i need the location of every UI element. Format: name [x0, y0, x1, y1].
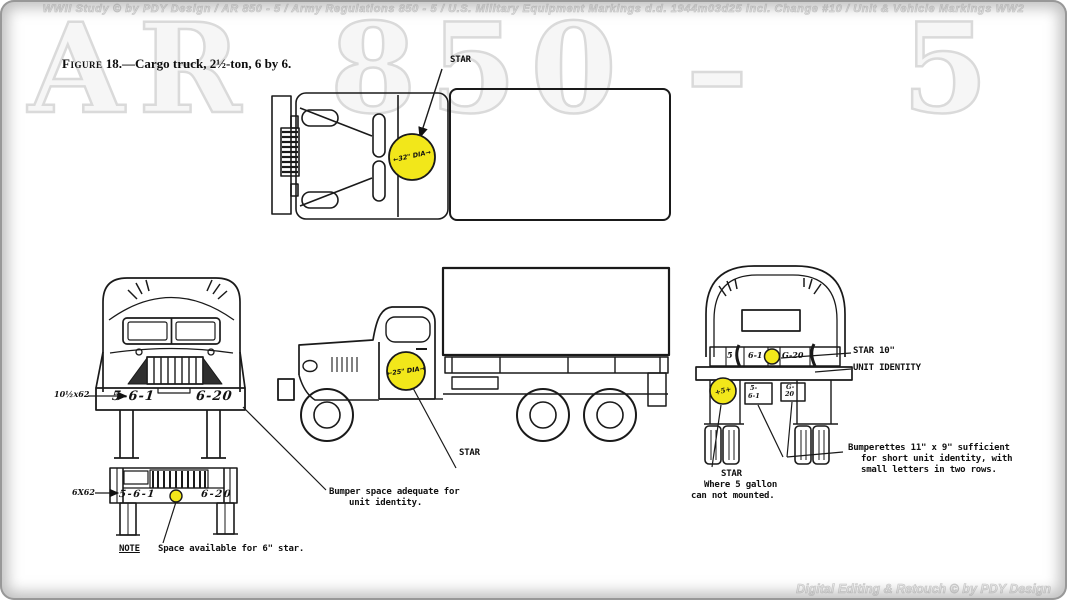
tailgate-army-number: 5: [727, 350, 733, 360]
note-label: NOTE: [119, 544, 140, 554]
bumperette-right-row2: 20: [785, 390, 795, 398]
bumperette-left-row2: 6-1: [748, 392, 760, 400]
watermark-5: 5: [901, 0, 1003, 142]
truck-front-view: [88, 277, 327, 491]
tailgate-unit-marking: 6-1: [748, 350, 763, 360]
figure-caption: Figure 18.—Cargo truck, 2½-ton, 6 by 6.: [62, 56, 291, 72]
truck-side-view: [277, 266, 671, 469]
bumperette-right-row1: G-: [786, 383, 795, 391]
hood-star-circle: [388, 133, 436, 181]
tailgate-vehicle-marking: G-20: [782, 350, 804, 360]
top-watermark: WWII Study © by PDY Design / AR 850 - 5 …: [42, 3, 1025, 16]
rear-star-note-line1: STAR: [721, 469, 742, 479]
unit-identity-label: UNIT IDENTITY: [853, 363, 921, 373]
bumperettes-note-line2: for short unit identity, with: [861, 454, 1013, 464]
figure-caption-text: 18.—Cargo truck, 2½-ton, 6 by 6.: [102, 56, 292, 71]
detail-bumper-marking-right: 6-20: [200, 489, 233, 500]
watermark-ar: AR: [27, 0, 256, 142]
bottom-watermark: Digital Editing & Retouch © by PDY Desig…: [796, 582, 1051, 597]
big-watermark: AR 850 – 5: [0, 0, 1067, 143]
bumper-note-line1: Bumper space adequate for: [329, 487, 460, 497]
front-dim-label: 10½x62: [54, 389, 90, 399]
top-star-label: STAR: [450, 55, 471, 65]
door-star-circle: [386, 351, 426, 391]
tailgate-star-circle: [763, 348, 781, 365]
bumperettes-note-line3: small letters in two rows.: [861, 465, 997, 475]
front-bumper-marking-right: 6-20: [195, 389, 234, 404]
bumperettes-note-line1: Bumperettes 11" x 9" sufficient: [848, 443, 1010, 453]
detail-bumper-marking-left: 5-6-1: [118, 489, 157, 500]
bumper-note-line2: unit identity.: [349, 498, 423, 508]
detail-dim-label: 6X62: [72, 487, 95, 497]
rear-star-note-line2: Where 5 gallon: [704, 480, 778, 490]
detail-star-circle: [169, 489, 183, 503]
front-bumper-marking-left: 5-6-1: [111, 389, 156, 404]
bumper-detail-view: [95, 467, 238, 544]
rear-star-note-line3: can not mounted.: [691, 491, 775, 501]
truck-rear-view: [695, 265, 853, 468]
note-text: Space available for 6" star.: [158, 544, 305, 554]
watermark-dash: –: [685, 0, 762, 142]
spare-star-circle: [709, 377, 737, 405]
watermark-850: 850: [329, 0, 631, 142]
truck-top-view: [271, 68, 671, 221]
side-star-label: STAR: [459, 448, 480, 458]
star10-label: STAR 10": [853, 346, 895, 356]
figure-caption-word: Figure: [62, 56, 103, 71]
bumperette-left-row1: 5-: [750, 384, 758, 392]
